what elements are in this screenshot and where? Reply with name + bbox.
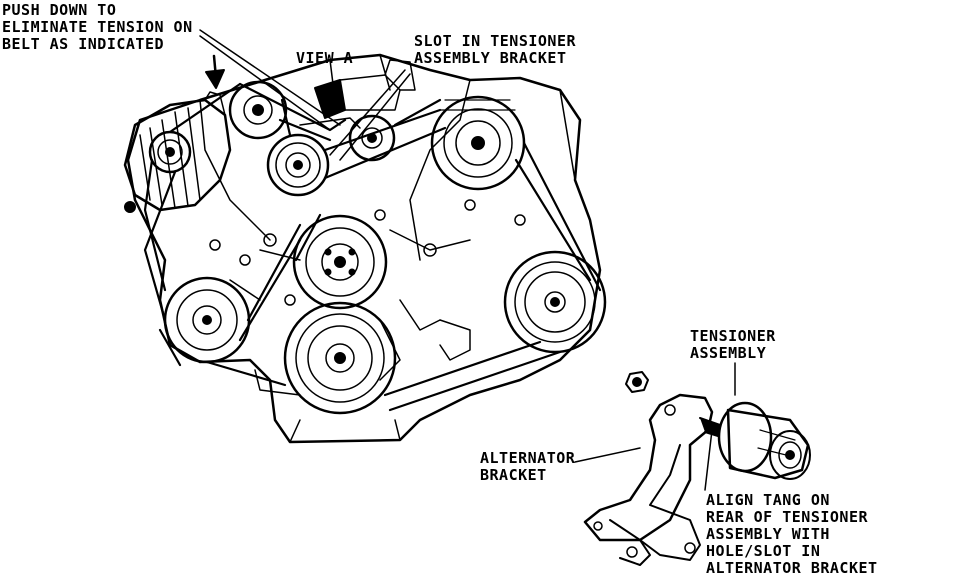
serpentine-belt <box>143 82 602 412</box>
tensioner-pulley-upper <box>228 80 288 140</box>
tensioner-assembly-callout: TENSIONER ASSEMBLY <box>690 327 776 362</box>
leader-lines <box>199 29 736 491</box>
alternator-bracket <box>583 393 721 566</box>
crankshaft-pulley <box>283 301 397 415</box>
view-a-label: VIEW A <box>296 49 354 67</box>
nut <box>625 371 649 393</box>
view-a-detail <box>299 59 416 129</box>
align-tang-callout: ALIGN TANG ON REAR OF TENSIONER ASSEMBLY… <box>706 491 878 577</box>
slot-callout: SLOT IN TENSIONER ASSEMBLY BRACKET <box>414 32 577 67</box>
alternator <box>123 91 232 213</box>
air-pump-pulley <box>430 95 526 191</box>
tensioner-assembly <box>717 401 811 480</box>
power-steering-pulley <box>163 276 251 364</box>
alternator-bracket-callout: ALTERNATOR BRACKET <box>480 449 576 484</box>
alternator-pulley <box>148 130 192 174</box>
ac-compressor-pulley <box>503 250 607 354</box>
water-pump-pulley <box>292 214 388 310</box>
idler-pulley <box>266 133 330 197</box>
push-down-callout: PUSH DOWN TO ELIMINATE TENSION ON BELT A… <box>2 1 193 53</box>
push-down-arrow <box>205 54 225 89</box>
